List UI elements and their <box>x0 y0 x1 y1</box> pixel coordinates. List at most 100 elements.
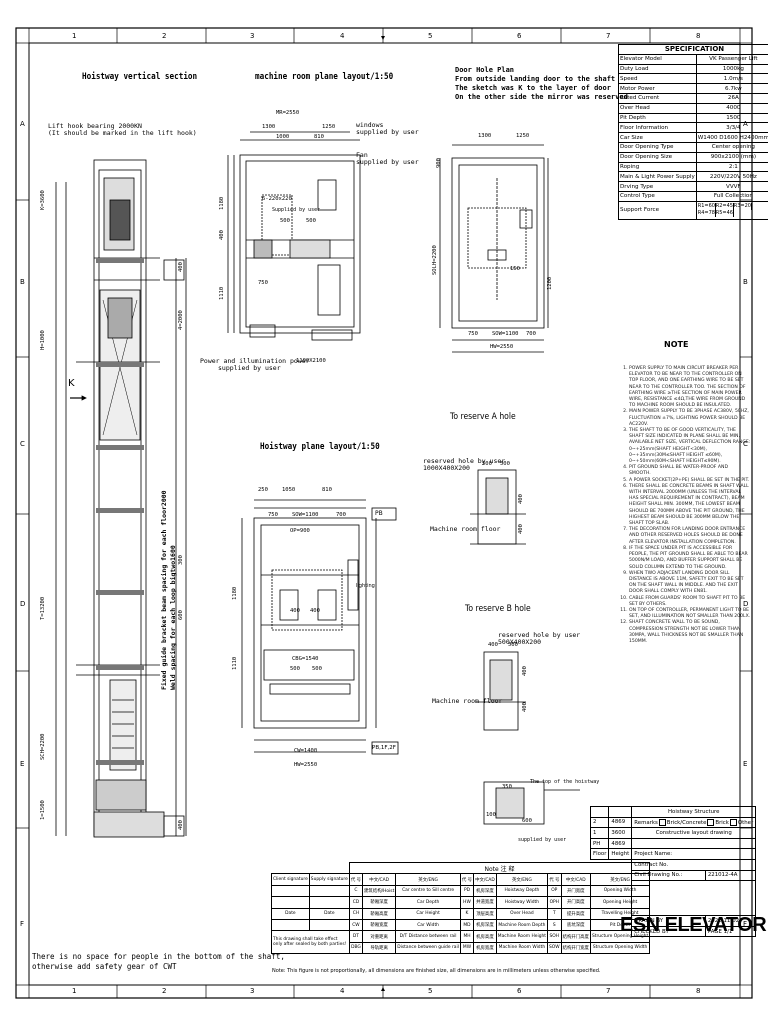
grid-col-label: 6 <box>517 987 522 995</box>
fan-line-1: Fan <box>356 151 368 159</box>
floor-slab <box>96 760 144 765</box>
title-row: Hoistway Structure <box>589 806 757 818</box>
reserve-b-drawing <box>476 651 526 731</box>
abbr-col-header: 英文/ENG <box>589 873 651 886</box>
abbr-row: Note 注 释 <box>272 861 651 875</box>
abbr-col-header: 代 号 <box>348 873 364 886</box>
abbr-cell: Machine Room Height <box>495 930 548 943</box>
dimension-hp-l: 400 <box>310 608 320 614</box>
hole-b-line-2: 500X400X200 <box>498 638 542 647</box>
structure-checkbox[interactable] <box>707 818 715 826</box>
dimension-a-1: 500 <box>482 461 492 467</box>
hoistway-slab-hatch <box>96 258 144 765</box>
floor-slab <box>96 445 144 450</box>
abbr-cell: 机房深度 <box>473 918 497 932</box>
abbr-cell: 结构开门宽度 <box>560 941 591 955</box>
structure-option-label: Other <box>737 819 754 826</box>
floor-header: Floor <box>589 848 610 860</box>
pit-detail-drawing <box>483 781 580 825</box>
height-cell: 3600 <box>608 827 633 839</box>
abbr-cell: HW <box>459 896 475 909</box>
abbr-col-header: 英文/ENG <box>495 873 548 886</box>
dimension-mr-left1: 1180 <box>219 196 225 210</box>
dimension-a-4: 400 <box>518 524 524 534</box>
dimension-mr-e: 500 <box>280 218 290 224</box>
rail-note-line-1: Fixed guide bracket beam spacing for eac… <box>160 490 168 690</box>
cell <box>308 918 350 932</box>
support-force-label: Support Force <box>618 200 697 220</box>
head-cn: 注 释 <box>500 865 515 873</box>
abbr-cell: Opening Width <box>589 884 651 898</box>
grid-col-label: 3 <box>250 32 255 40</box>
dimension-hp-c: 810 <box>322 487 332 493</box>
spec-key: Speed <box>618 73 697 85</box>
grid-row-label: D <box>20 600 26 608</box>
abbr-cell: Pit Depth <box>589 918 651 932</box>
dimension-hp-b: 1050 <box>282 487 296 493</box>
spec-value: 3/3/4 <box>695 122 768 134</box>
abbr-cell: DT <box>348 930 364 943</box>
hole-b-line-1: reserved hole by user <box>498 631 581 639</box>
title-door-hole: Door Hole Plan From outside landing door… <box>455 66 628 102</box>
note-item: THERE SHALL BE CONCRETE BEAMS IN SHAFT W… <box>629 484 751 527</box>
abbr-cell: OPH <box>546 896 562 909</box>
page-label: PAGE <box>707 928 722 935</box>
windows-line-1: windows <box>356 121 384 129</box>
spec-value: VVVF <box>695 181 768 192</box>
spec-key: Elevator Model <box>618 53 697 65</box>
dimension-b-3: 400 <box>522 666 528 676</box>
lift-hook-line-1: Lift hook bearing 2000KN <box>48 122 142 130</box>
grid-col-label: 5 <box>428 987 433 995</box>
abbr-cell: 井道宽度 <box>473 896 497 909</box>
spec-key: Main & Light Power Supply <box>618 171 697 183</box>
door-hole-title-3: The sketch was K to the layer of door <box>455 84 611 92</box>
dimension-door-h: SOLH=2200 <box>432 245 438 275</box>
spec-key: Drving Type <box>618 181 697 192</box>
grid-row-label: C <box>743 440 748 448</box>
abbr-col-header: 中文/CAD <box>473 873 497 886</box>
dimension-sec-top: K=3600 <box>40 190 46 210</box>
abbr-cell: 结构开门高度 <box>560 930 591 943</box>
bottom-note-line-1: There is no space for people in the bott… <box>32 952 285 961</box>
abbr-cell: Machine Room Width <box>495 941 548 955</box>
spec-key: Roping <box>618 161 697 173</box>
grid-row-label: B <box>743 278 748 286</box>
power-line-2: supplied by user <box>218 364 281 373</box>
dimension-door-d: SOW=1100 <box>492 331 519 337</box>
spec-value: Center opening <box>695 141 768 153</box>
dimension-hp-i: HW=2550 <box>294 762 318 768</box>
grid-col-label: 4 <box>340 987 345 995</box>
structure-option-label: Brick <box>715 819 729 826</box>
pb-label: PB <box>375 510 383 517</box>
grid-row-label: E <box>20 760 25 768</box>
abbr-cell: 机房高度 <box>473 930 497 943</box>
abbr-cell: Hoistway Depth <box>495 884 548 898</box>
grid-col-label: 5 <box>428 32 433 40</box>
dimension-sec-r5: 400 <box>178 820 184 830</box>
dimension-p-2: 100 <box>486 812 496 818</box>
structure-checkbox[interactable] <box>729 818 737 826</box>
dimension-door-f: HW=2550 <box>490 344 514 350</box>
door-hole-title-1: Door Hole Plan <box>455 66 515 74</box>
structure-checkbox[interactable] <box>658 818 666 826</box>
power-label: Power and illumination power supplied by… <box>200 357 310 373</box>
abbr-cell: 导轨距离 <box>362 941 397 955</box>
brand-logo-text: ESN ELEVATOR <box>620 914 767 936</box>
machine-floor-b-label: Machine room floor <box>432 697 503 705</box>
contract-label: Contract No. <box>631 858 757 871</box>
abbr-cell: Structure Opening Height <box>589 930 651 943</box>
project-name-label: Project Name: <box>631 848 757 860</box>
grid-row-label: E <box>743 760 748 768</box>
abbr-cell: Opening Height <box>589 896 651 909</box>
